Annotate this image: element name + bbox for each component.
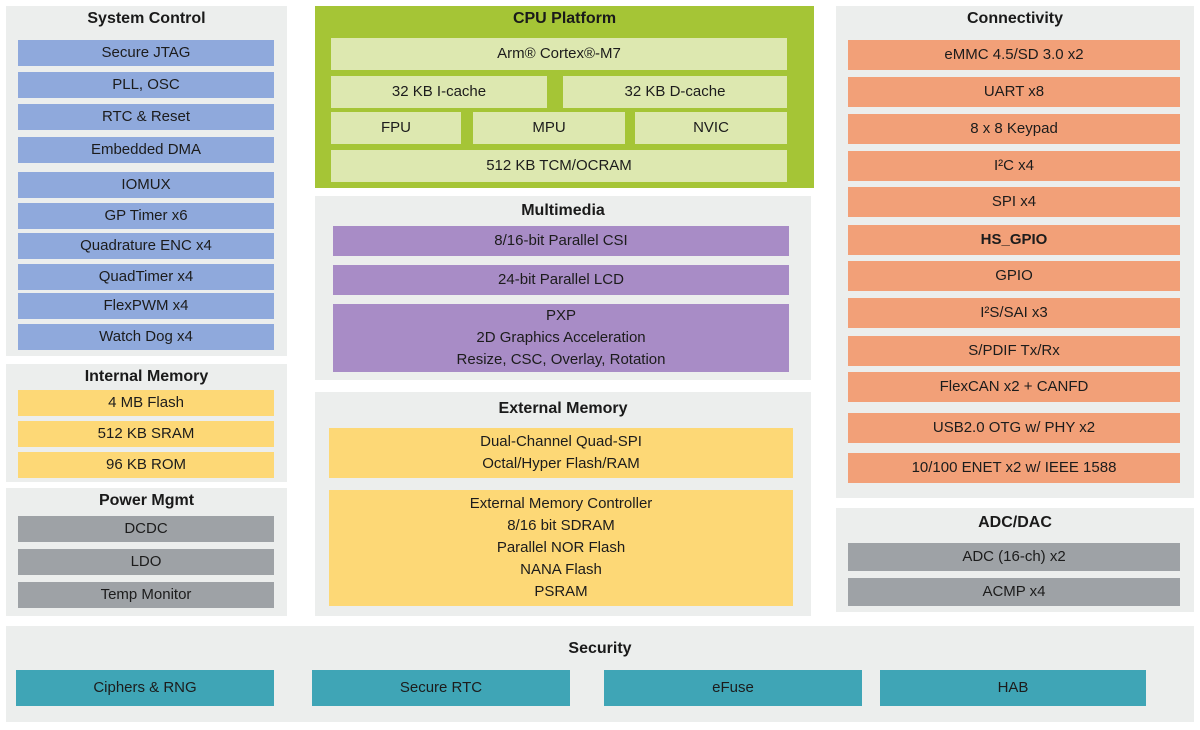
emmc-sd-block: eMMC 4.5/SD 3.0 x2 — [848, 40, 1180, 70]
hs-gpio-block: HS_GPIO — [848, 225, 1180, 255]
cortex-m7-block: Arm® Cortex®-M7 — [331, 38, 787, 70]
hab-block: HAB — [880, 670, 1146, 706]
connectivity-title: Connectivity — [966, 10, 1063, 27]
keypad-block: 8 x 8 Keypad — [848, 114, 1180, 144]
i2c-block: I²C x4 — [848, 151, 1180, 181]
enet-block: 10/100 ENET x2 w/ IEEE 1588 — [848, 453, 1180, 483]
cpu-platform-panel: CPU Platform Arm® Cortex®-M7 32 KB I-cac… — [315, 6, 814, 188]
efuse-block: eFuse — [604, 670, 862, 706]
acmp-block: ACMP x4 — [848, 578, 1180, 606]
flexcan-block: FlexCAN x2 + CANFD — [848, 372, 1180, 402]
quadtimer-block: QuadTimer x4 — [18, 264, 274, 290]
internal-memory-title: Internal Memory — [84, 368, 209, 385]
security-title: Security — [568, 640, 632, 657]
flash-block: 4 MB Flash — [18, 390, 274, 416]
system-control-title: System Control — [87, 10, 206, 27]
memory-controller-block: External Memory Controller 8/16 bit SDRA… — [329, 490, 793, 606]
embedded-dma-block: Embedded DMA — [18, 137, 274, 163]
multimedia-title: Multimedia — [521, 202, 605, 219]
gpio-block: GPIO — [848, 261, 1180, 291]
secure-jtag-block: Secure JTAG — [18, 40, 274, 66]
external-memory-title: External Memory — [498, 400, 628, 417]
usb-otg-block: USB2.0 OTG w/ PHY x2 — [848, 413, 1180, 443]
rtc-reset-block: RTC & Reset — [18, 104, 274, 130]
ldo-block: LDO — [18, 549, 274, 575]
dcdc-block: DCDC — [18, 516, 274, 542]
ciphers-rng-block: Ciphers & RNG — [16, 670, 274, 706]
multimedia-panel: Multimedia 8/16-bit Parallel CSI 24-bit … — [315, 196, 811, 380]
power-mgmt-panel: Power Mgmt DCDC LDO Temp Monitor — [6, 488, 287, 616]
sram-block: 512 KB SRAM — [18, 421, 274, 447]
spi-block: SPI x4 — [848, 187, 1180, 217]
security-panel: Security Ciphers & RNG Secure RTC eFuse … — [6, 626, 1194, 722]
connectivity-panel: Connectivity eMMC 4.5/SD 3.0 x2 UART x8 … — [836, 6, 1194, 498]
i2s-sai-block: I²S/SAI x3 — [848, 298, 1180, 328]
dcache-block: 32 KB D-cache — [563, 76, 787, 108]
secure-rtc-block: Secure RTC — [312, 670, 570, 706]
temp-monitor-block: Temp Monitor — [18, 582, 274, 608]
system-control-panel: System Control Secure JTAG PLL, OSC RTC … — [6, 6, 287, 356]
quad-spi-block: Dual-Channel Quad-SPI Octal/Hyper Flash/… — [329, 428, 793, 478]
spdif-block: S/PDIF Tx/Rx — [848, 336, 1180, 366]
rom-block: 96 KB ROM — [18, 452, 274, 478]
pll-osc-block: PLL, OSC — [18, 72, 274, 98]
adc-block: ADC (16-ch) x2 — [848, 543, 1180, 571]
nvic-block: NVIC — [635, 112, 787, 144]
icache-block: 32 KB I-cache — [331, 76, 547, 108]
uart-block: UART x8 — [848, 77, 1180, 107]
mpu-block: MPU — [473, 112, 625, 144]
adc-dac-title: ADC/DAC — [978, 514, 1052, 531]
parallel-lcd-block: 24-bit Parallel LCD — [333, 265, 789, 295]
external-memory-panel: External Memory Dual-Channel Quad-SPI Oc… — [315, 392, 811, 616]
watch-dog-block: Watch Dog x4 — [18, 324, 274, 350]
adc-dac-panel: ADC/DAC ADC (16-ch) x2 ACMP x4 — [836, 508, 1194, 612]
fpu-block: FPU — [331, 112, 461, 144]
iomux-block: IOMUX — [18, 172, 274, 198]
cpu-platform-title: CPU Platform — [512, 10, 617, 27]
quadrature-enc-block: Quadrature ENC x4 — [18, 233, 274, 259]
pxp-block: PXP 2D Graphics Acceleration Resize, CSC… — [333, 304, 789, 372]
flexpwm-block: FlexPWM x4 — [18, 293, 274, 319]
parallel-csi-block: 8/16-bit Parallel CSI — [333, 226, 789, 256]
tcm-ocram-block: 512 KB TCM/OCRAM — [331, 150, 787, 182]
power-mgmt-title: Power Mgmt — [98, 492, 195, 509]
gp-timer-block: GP Timer x6 — [18, 203, 274, 229]
internal-memory-panel: Internal Memory 4 MB Flash 512 KB SRAM 9… — [6, 364, 287, 482]
